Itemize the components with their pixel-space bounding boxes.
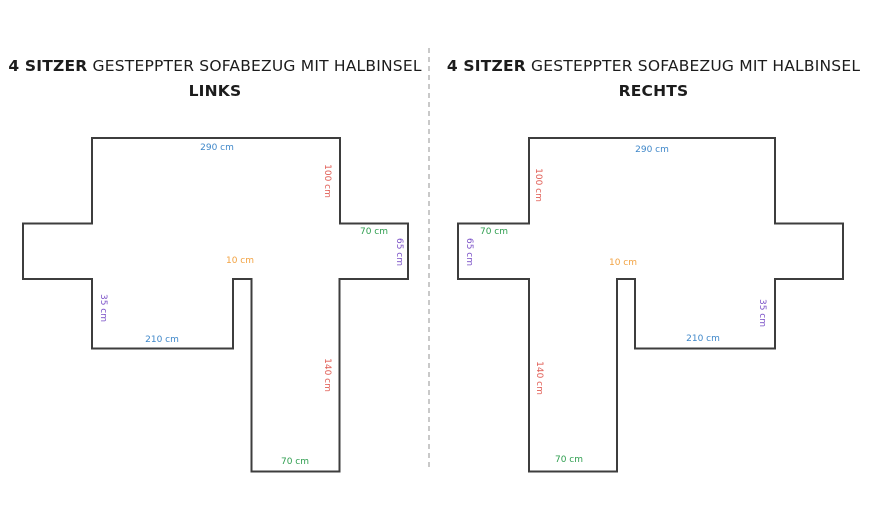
sofa-cover-outline-links: [22, 137, 409, 473]
sofa-cover-diagram-links: 290 cm 100 cm 70 cm 65 cm 10 cm 35 cm 21…: [0, 120, 430, 480]
title-rest-part: GESTEPPTER SOFABEZUG MIT HALBINSEL: [87, 57, 422, 75]
dimension-label-140cm: 140 cm: [322, 358, 332, 392]
dimension-label-10cm: 10 cm: [225, 256, 255, 266]
dimension-label-210cm: 210 cm: [145, 335, 179, 345]
sofa-cover-outline-rechts: [457, 137, 844, 473]
sofa-cover-diagram-rechts: 290 cm 100 cm 70 cm 65 cm 10 cm 35 cm 21…: [440, 120, 870, 480]
title-line: 4 SITZER GESTEPPTER SOFABEZUG MIT HALBIN…: [437, 54, 870, 79]
dimension-label-100cm: 100 cm: [322, 164, 332, 198]
dimension-label-35cm: 35 cm: [757, 298, 767, 328]
subtitle-links: LINKS: [188, 81, 242, 100]
dimension-label-290cm: 290 cm: [200, 143, 234, 153]
title-rechts: 4 SITZER GESTEPPTER SOFABEZUG MIT HALBIN…: [437, 54, 870, 104]
sofa-cover-outline-path: [22, 137, 409, 473]
title-bold-part: 4 SITZER: [8, 57, 88, 75]
dimension-label-140cm: 140 cm: [534, 361, 544, 395]
title-links: 4 SITZER GESTEPPTER SOFABEZUG MIT HALBIN…: [0, 54, 430, 104]
subtitle-rechts: RECHTS: [618, 81, 689, 100]
dimension-label-290cm: 290 cm: [635, 145, 669, 155]
dimension-label-100cm: 100 cm: [533, 168, 543, 202]
dimension-label-65cm: 65 cm: [464, 237, 474, 267]
title-rest-part: GESTEPPTER SOFABEZUG MIT HALBINSEL: [525, 57, 861, 75]
dimension-label-10cm: 10 cm: [608, 258, 638, 268]
dimension-label-70cm-peninsula: 70 cm: [280, 457, 310, 467]
dashed-divider: [428, 48, 430, 470]
title-bold-part: 4 SITZER: [446, 57, 526, 75]
dimension-label-35cm: 35 cm: [98, 293, 108, 323]
dimension-label-210cm: 210 cm: [686, 334, 720, 344]
dimension-label-70cm-peninsula: 70 cm: [554, 455, 584, 465]
dimension-label-65cm: 65 cm: [394, 237, 404, 267]
title-line: 4 SITZER GESTEPPTER SOFABEZUG MIT HALBIN…: [0, 54, 430, 79]
dimension-label-70cm-arm: 70 cm: [479, 227, 509, 237]
dimension-label-70cm-arm: 70 cm: [359, 227, 389, 237]
sofa-cover-outline-path: [457, 137, 844, 473]
